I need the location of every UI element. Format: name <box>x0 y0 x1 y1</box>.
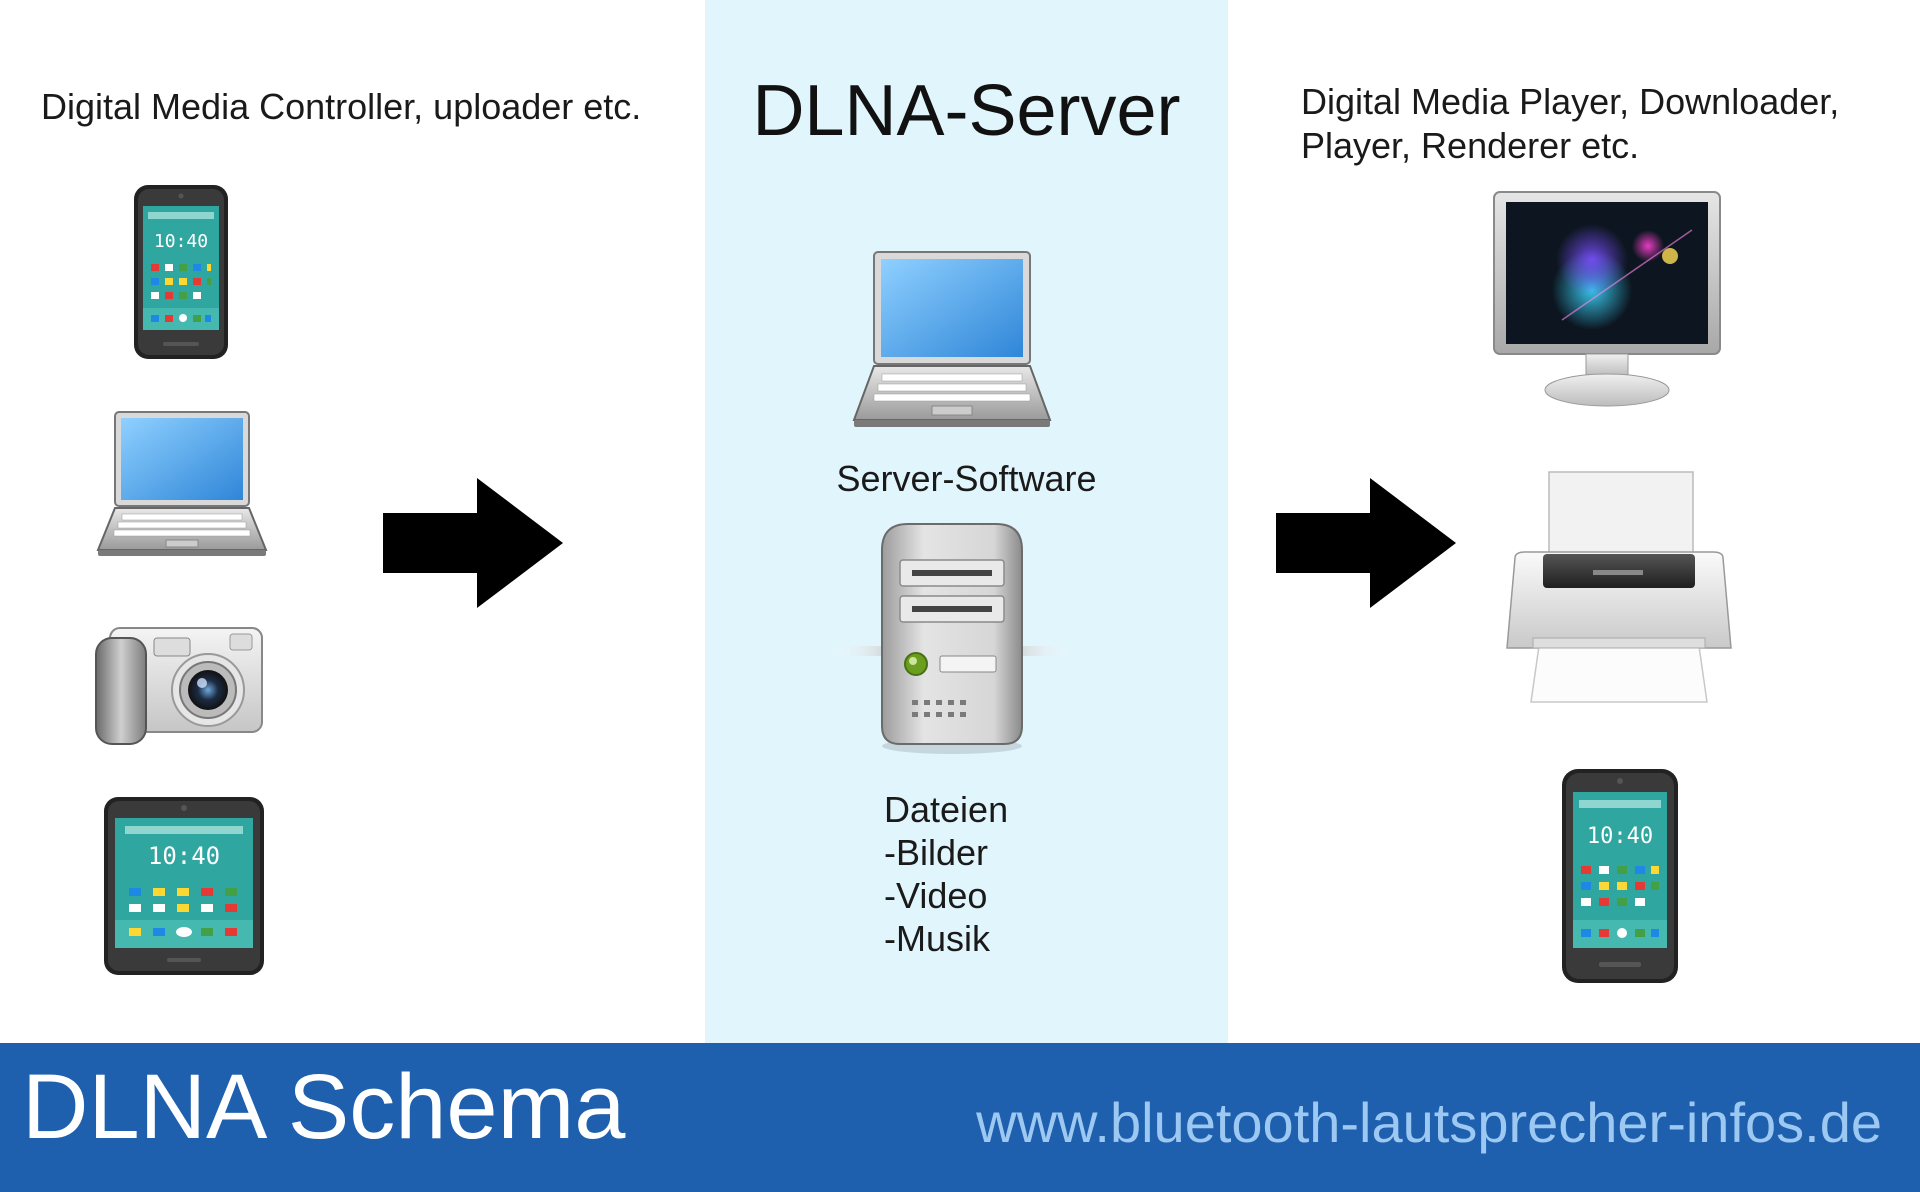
files-line: -Musik <box>884 918 990 959</box>
server-software-label: Server-Software <box>836 458 1097 499</box>
tablet-icon: 10:40 <box>104 797 264 975</box>
smartphone-icon: 10:40 <box>1562 769 1678 983</box>
printer-icon <box>1506 471 1732 703</box>
player-heading-line-2: Player, Renderer etc. <box>1301 125 1640 166</box>
camera-icon <box>95 627 263 745</box>
monitor-icon <box>1493 191 1721 407</box>
phone-clock-text: 10:40 <box>154 231 208 252</box>
phone-clock-text: 10:40 <box>1587 824 1653 849</box>
footer-title: DLNA Schema <box>22 1056 626 1158</box>
files-list: Dateien -Bilder -Video -Musik <box>884 788 1008 960</box>
tablet-clock-text: 10:40 <box>148 842 220 870</box>
player-heading-line-1: Digital Media Player, Downloader, <box>1301 81 1840 122</box>
server-laptop-icon <box>852 251 1052 427</box>
arrow-right-icon <box>383 478 563 608</box>
controller-heading: Digital Media Controller, uploader etc. <box>41 86 642 127</box>
footer-url: www.bluetooth-lautsprecher-infos.de <box>976 1091 1882 1154</box>
smartphone-icon: 10:40 <box>134 185 228 359</box>
footer-bar <box>0 1043 1920 1192</box>
laptop-icon <box>96 411 268 556</box>
arrow-right-icon <box>1276 478 1456 608</box>
files-line: Dateien <box>884 789 1009 830</box>
player-heading: Digital Media Player, Downloader, Player… <box>1301 80 1839 168</box>
files-line: -Bilder <box>884 832 989 873</box>
server-heading: DLNA-Server <box>752 71 1181 151</box>
files-line: -Video <box>884 875 988 916</box>
server-tower-icon <box>832 523 1072 754</box>
server-column-background <box>705 0 1228 1043</box>
